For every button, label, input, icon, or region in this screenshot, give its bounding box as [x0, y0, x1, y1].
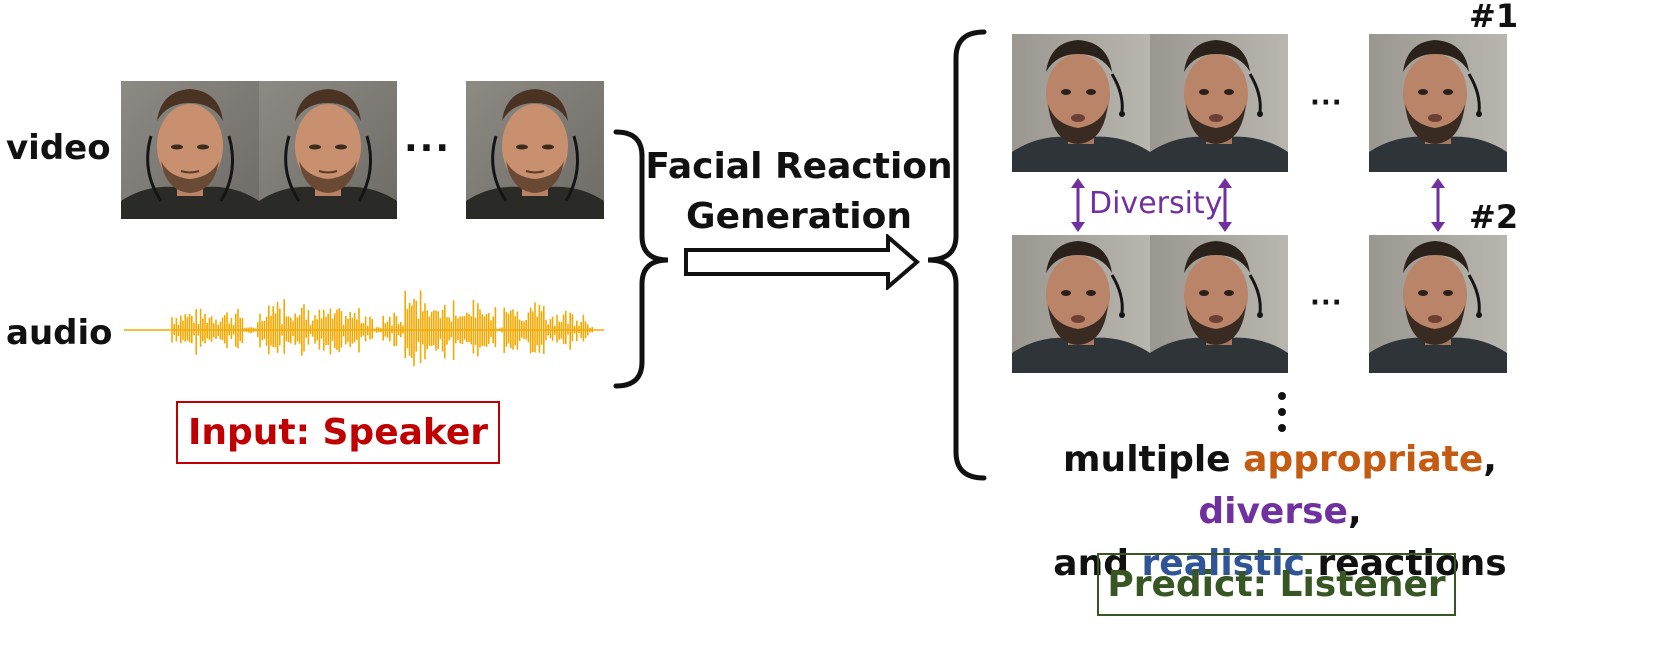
listener-2-ellipsis: ··· [1310, 288, 1343, 318]
listener-2-frame-3 [1369, 235, 1507, 373]
more-reactions-ellipsis [1278, 392, 1286, 432]
diversity-arrow-right [1431, 178, 1445, 232]
summary-text-reactions: reactions [1305, 543, 1507, 584]
predict-listener-label: Predict: Listener [1107, 564, 1446, 605]
video-label: video [6, 128, 111, 168]
listener-2-frame-1 [1012, 235, 1150, 373]
audio-label: audio [6, 313, 113, 353]
input-speaker-box: Input: Speaker [176, 401, 500, 464]
output-group-brace [927, 29, 987, 481]
predict-listener-box: Predict: Listener [1097, 553, 1456, 616]
process-arrow [684, 234, 921, 290]
input-speaker-label: Input: Speaker [187, 412, 489, 453]
audio-waveform [124, 290, 604, 367]
listener-2-frame-2 [1150, 235, 1288, 373]
summary-text-multiple: multiple [1063, 439, 1244, 480]
reaction-2-tag: #2 [1469, 198, 1519, 236]
summary-realistic: realistic [1141, 543, 1305, 584]
listener-1-frame-3 [1369, 34, 1507, 172]
listener-1-frame-1 [1012, 34, 1150, 172]
listener-1-ellipsis: ··· [1310, 88, 1343, 118]
speaker-frames-ellipsis: ··· [404, 128, 452, 169]
reaction-summary: multiple appropriate, diverse, and reali… [990, 434, 1570, 590]
summary-appropriate: appropriate [1243, 439, 1484, 480]
reaction-summary-line2: and realistic reactions [990, 538, 1570, 590]
speaker-frame-3 [466, 81, 604, 219]
process-title-line1: Facial Reaction [645, 146, 953, 187]
reaction-summary-line1: multiple appropriate, diverse, [990, 434, 1570, 538]
process-title: Facial Reaction Generation [640, 142, 958, 242]
process-title-line2: Generation [686, 196, 912, 237]
summary-comma-2: , [1347, 491, 1362, 532]
summary-diverse: diverse [1198, 491, 1348, 532]
diversity-arrow-middle [1218, 178, 1232, 232]
diversity-label: Diversity [1089, 186, 1223, 221]
summary-comma-1: , [1483, 439, 1497, 480]
input-group-brace [613, 129, 669, 389]
listener-1-frame-2 [1150, 34, 1288, 172]
summary-text-and: and [1053, 543, 1142, 584]
reaction-1-tag: #1 [1469, 0, 1519, 35]
diversity-arrow-left [1071, 178, 1085, 232]
speaker-frame-1 [121, 81, 259, 219]
speaker-frame-2 [259, 81, 397, 219]
